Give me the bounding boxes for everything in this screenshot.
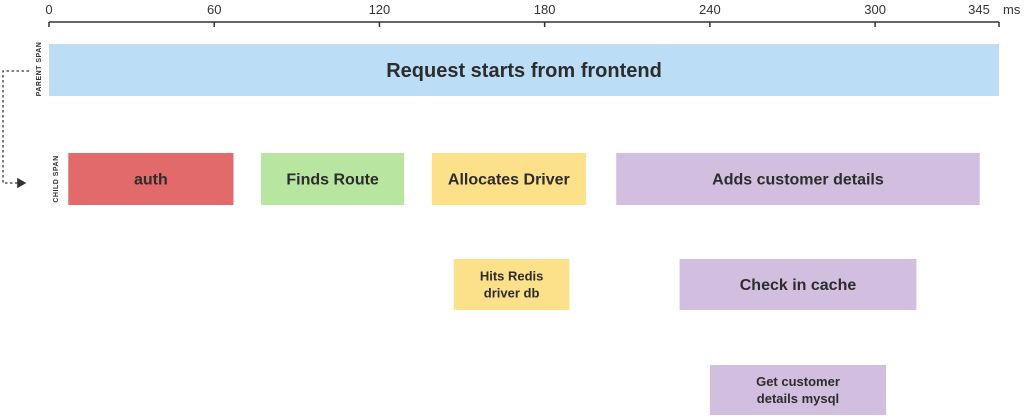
span-label: driver db bbox=[484, 286, 540, 301]
parent-child-connector-arrow bbox=[2, 70, 29, 189]
span-label: Allocates Driver bbox=[448, 172, 570, 189]
span-hits-redis[interactable]: Hits Redis driver db bbox=[453, 259, 570, 310]
axis-unit-label: ms bbox=[1003, 2, 1021, 17]
span-adds-customer-details[interactable]: Adds customer details bbox=[616, 153, 980, 205]
span-bar[interactable] bbox=[453, 259, 570, 310]
axis-tick-label: 0 bbox=[45, 2, 52, 17]
axis-tick-label: 180 bbox=[534, 2, 556, 17]
side-labels: PARENT SPAN CHILD SPAN bbox=[36, 42, 60, 203]
axis-tick-label: 240 bbox=[699, 2, 721, 17]
span-label: Adds customer details bbox=[712, 172, 884, 189]
span-finds-route[interactable]: Finds Route bbox=[261, 153, 405, 205]
span-allocates-driver[interactable]: Allocates Driver bbox=[431, 153, 586, 205]
span-bar[interactable] bbox=[616, 153, 980, 205]
axis-ticks: 0 60 120 180 240 300 345 bbox=[45, 2, 1000, 27]
span-get-customer-details[interactable]: Get customer details mysql bbox=[709, 365, 887, 415]
parent-span-label: PARENT SPAN bbox=[36, 42, 43, 97]
span-label: Hits Redis bbox=[480, 269, 544, 284]
span-bar[interactable] bbox=[431, 153, 586, 205]
span-bar[interactable] bbox=[261, 153, 405, 205]
span-auth[interactable]: auth bbox=[68, 153, 234, 205]
axis-tick-label: 60 bbox=[207, 2, 221, 17]
axis-tick-label: 120 bbox=[369, 2, 391, 17]
axis-tick-label: 345 bbox=[968, 2, 990, 17]
child-span-label: CHILD SPAN bbox=[53, 155, 60, 202]
span-check-in-cache[interactable]: Check in cache bbox=[679, 259, 917, 310]
spans: Request starts from frontend auth Finds Ro… bbox=[49, 44, 999, 415]
span-label: Request starts from frontend bbox=[386, 60, 662, 82]
span-bar[interactable] bbox=[68, 153, 234, 205]
span-label: Check in cache bbox=[740, 277, 857, 294]
span-label: auth bbox=[134, 172, 168, 189]
span-bar[interactable] bbox=[679, 259, 917, 310]
span-bar[interactable] bbox=[49, 44, 999, 96]
span-label: Finds Route bbox=[286, 172, 379, 189]
span-parent[interactable]: Request starts from frontend bbox=[49, 44, 999, 96]
time-axis: 0 60 120 180 240 300 345 ms bbox=[45, 2, 1021, 27]
span-label: Get customer bbox=[756, 374, 840, 389]
span-bar[interactable] bbox=[709, 365, 887, 415]
span-label: details mysql bbox=[757, 391, 839, 406]
axis-tick-label: 300 bbox=[864, 2, 886, 17]
